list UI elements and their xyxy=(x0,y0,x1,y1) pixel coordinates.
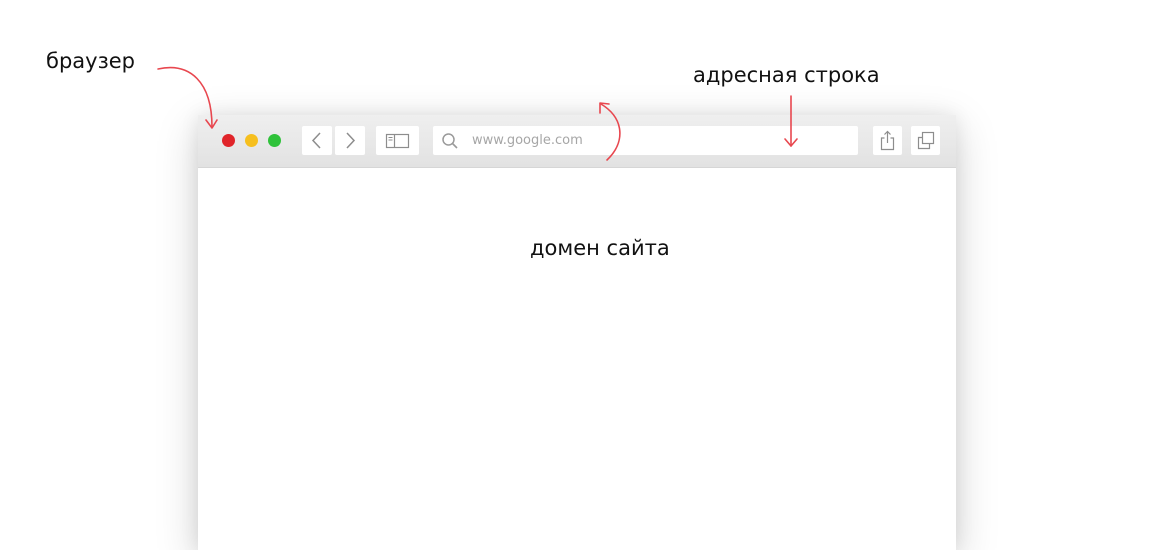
sidebar-toggle-button[interactable] xyxy=(376,126,419,155)
forward-arrow-icon xyxy=(346,132,356,149)
address-bar[interactable]: www.google.com xyxy=(433,126,858,155)
tabs-icon xyxy=(917,131,935,150)
sidebar-icon xyxy=(385,133,410,149)
forward-button[interactable] xyxy=(335,126,365,155)
address-bar-label: адресная строка xyxy=(693,63,880,87)
close-window-button[interactable] xyxy=(222,134,235,147)
browser-toolbar: www.google.com xyxy=(198,115,956,168)
domain-label: домен сайта xyxy=(530,236,670,260)
domain-pointer-arrowhead xyxy=(599,102,610,114)
back-button[interactable] xyxy=(302,126,332,155)
tabs-overview-button[interactable] xyxy=(911,126,940,155)
browser-window: www.google.com xyxy=(198,115,956,550)
maximize-window-button[interactable] xyxy=(268,134,281,147)
search-icon xyxy=(442,133,458,149)
address-url: www.google.com xyxy=(472,133,583,148)
browser-label: браузер xyxy=(46,49,135,73)
share-button[interactable] xyxy=(873,126,902,155)
back-arrow-icon xyxy=(311,132,321,149)
share-icon xyxy=(880,130,895,151)
minimize-window-button[interactable] xyxy=(245,134,258,147)
